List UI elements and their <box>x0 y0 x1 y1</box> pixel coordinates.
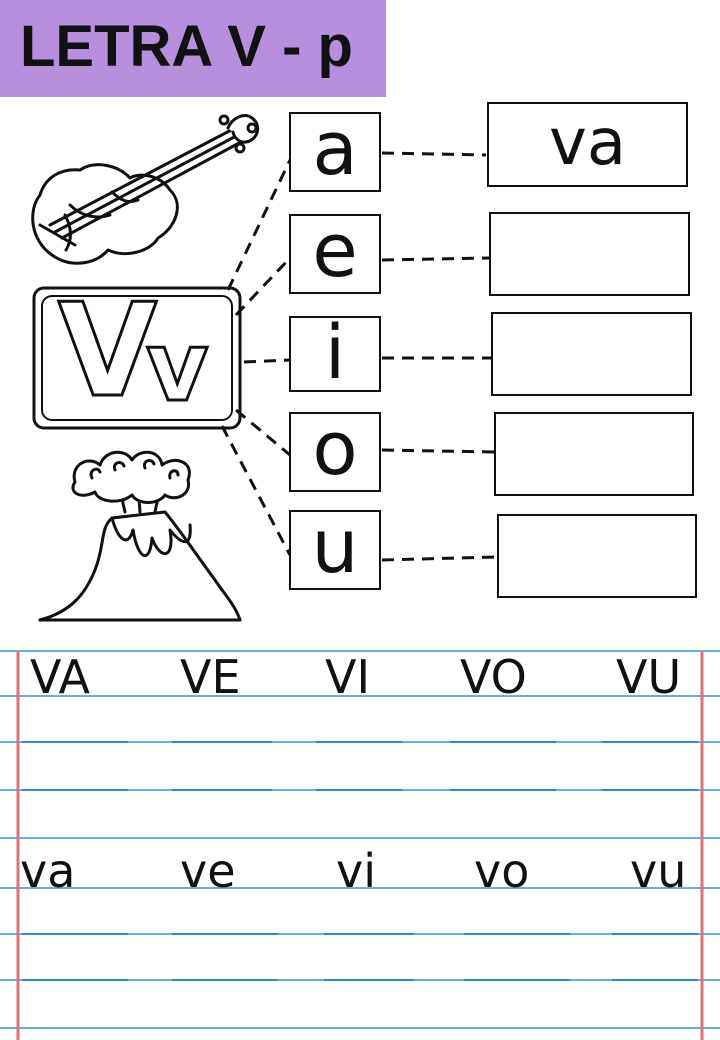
answer-box-1[interactable]: va <box>487 102 688 187</box>
volcano-icon <box>38 450 242 622</box>
card-lowercase-letter: v <box>145 311 211 424</box>
syllable-lower-ve: ve <box>180 844 236 898</box>
answer-box-5[interactable] <box>497 514 697 598</box>
syllable-lower-vi: vi <box>336 844 377 898</box>
syllable-upper-vi: VI <box>325 650 371 704</box>
answer-box-4[interactable] <box>494 412 694 496</box>
syllable-upper-va: VA <box>30 650 90 704</box>
vowel-box-i: i <box>289 316 381 392</box>
violin-icon <box>31 114 260 265</box>
card-uppercase-letter: V <box>56 277 158 426</box>
syllable-upper-vo: VO <box>460 650 527 704</box>
title-banner: LETRA V - p <box>0 0 386 97</box>
vowel-box-a: a <box>289 112 381 192</box>
vowel-box-u: u <box>289 510 381 590</box>
letter-card-frame <box>32 286 242 430</box>
connector-lines <box>220 159 292 556</box>
syllable-lower-vu: vu <box>630 844 687 898</box>
ruled-lines <box>0 650 720 1029</box>
vowel-box-e: e <box>289 214 381 294</box>
syllable-lower-vo: vo <box>474 844 530 898</box>
answer-box-2[interactable] <box>489 212 690 296</box>
syllable-lower-va: va <box>20 844 76 898</box>
writing-blanks <box>22 741 698 981</box>
syllable-upper-ve: VE <box>180 650 241 704</box>
answer-connectors <box>381 151 498 562</box>
vowel-box-o: o <box>289 412 381 492</box>
page-title: LETRA V - p <box>20 14 353 79</box>
answer-box-3[interactable] <box>491 312 692 396</box>
margin-lines <box>16 651 704 1040</box>
syllable-upper-vu: VU <box>616 650 682 704</box>
